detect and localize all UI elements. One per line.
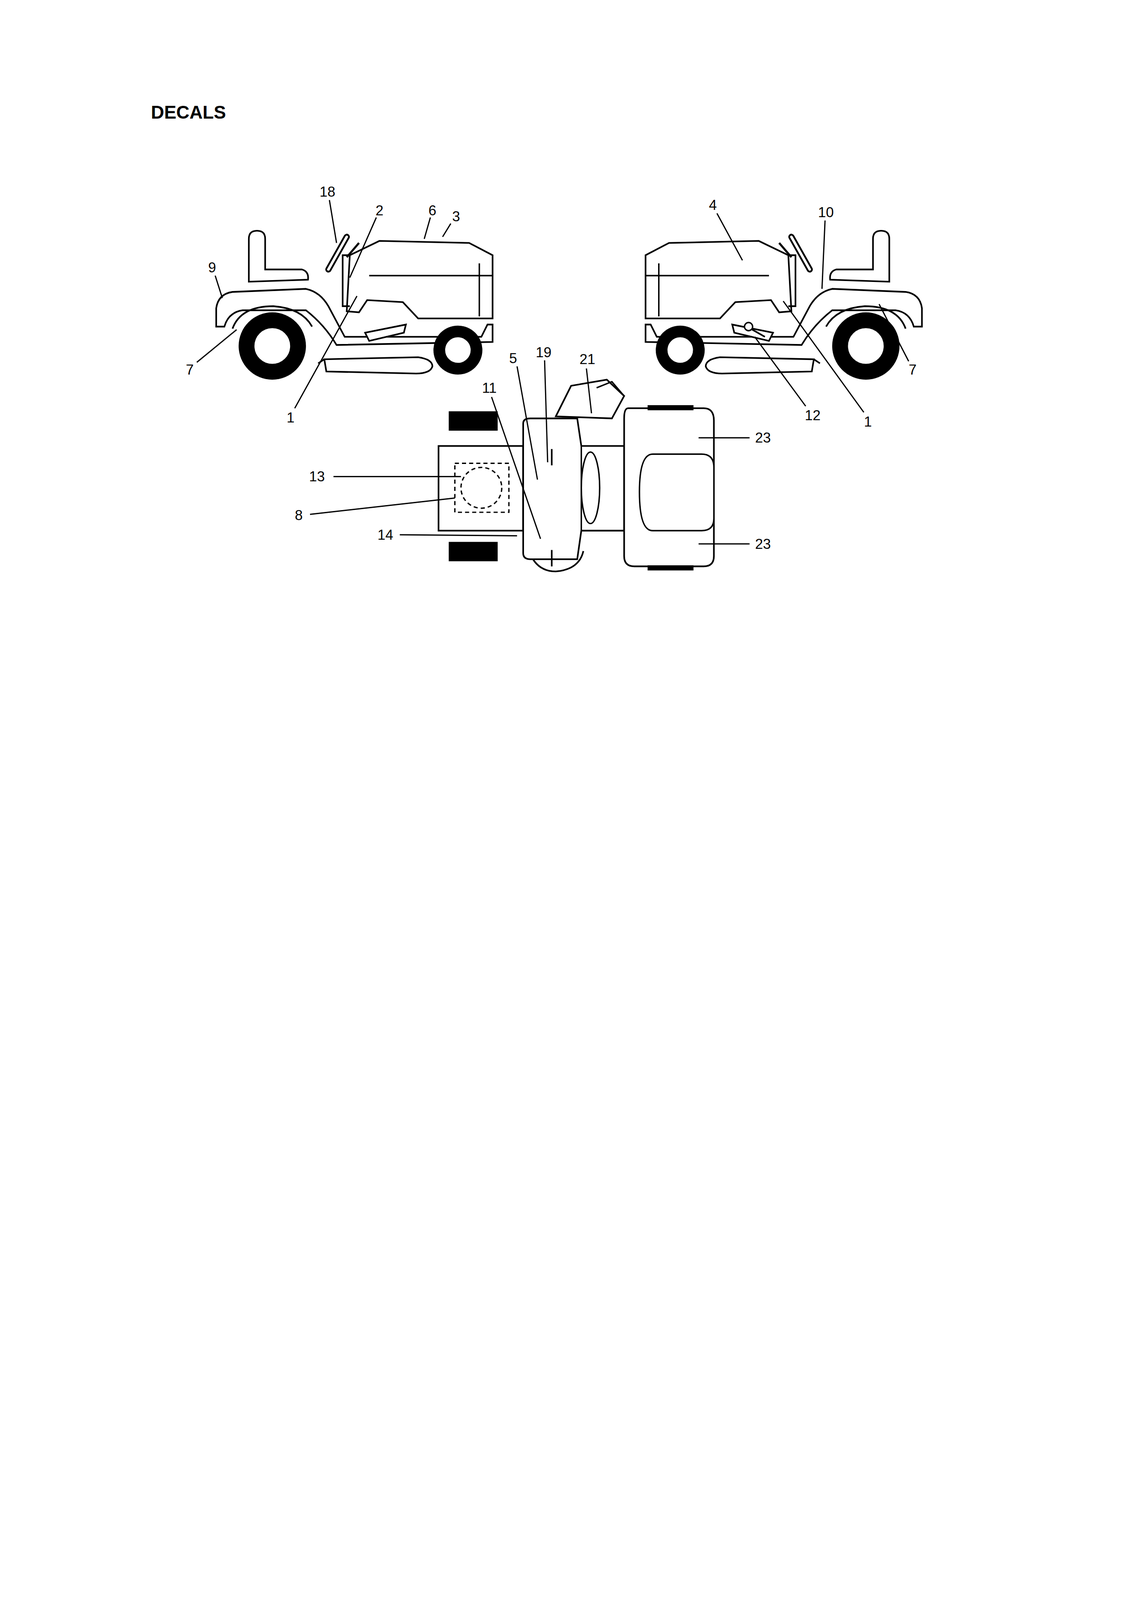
callout-number: 1 [863, 414, 872, 429]
callout-number: 23 [755, 536, 771, 551]
callout-number: 7 [185, 362, 194, 377]
callout-number: 9 [207, 260, 216, 275]
callout-number: 7 [908, 362, 917, 377]
callout-number: 4 [708, 197, 717, 213]
page-title: DECALS [150, 103, 226, 122]
callout-number: 10 [818, 205, 834, 220]
callout-number: 5 [508, 351, 517, 366]
callout-number: 23 [755, 430, 771, 445]
callout-number: 19 [535, 345, 552, 360]
callout-number: 1 [286, 410, 295, 425]
callout-number: 21 [579, 352, 596, 367]
callout-number: 2 [375, 203, 384, 218]
callout-number: 18 [319, 184, 336, 199]
callout-number: 3 [451, 209, 460, 224]
callout-number: 11 [482, 380, 497, 395]
callout-number: 14 [377, 527, 394, 542]
callout-number: 12 [804, 408, 821, 423]
callout-number: 13 [309, 469, 325, 484]
callout-number: 8 [294, 508, 303, 523]
callout-number: 6 [428, 203, 436, 218]
